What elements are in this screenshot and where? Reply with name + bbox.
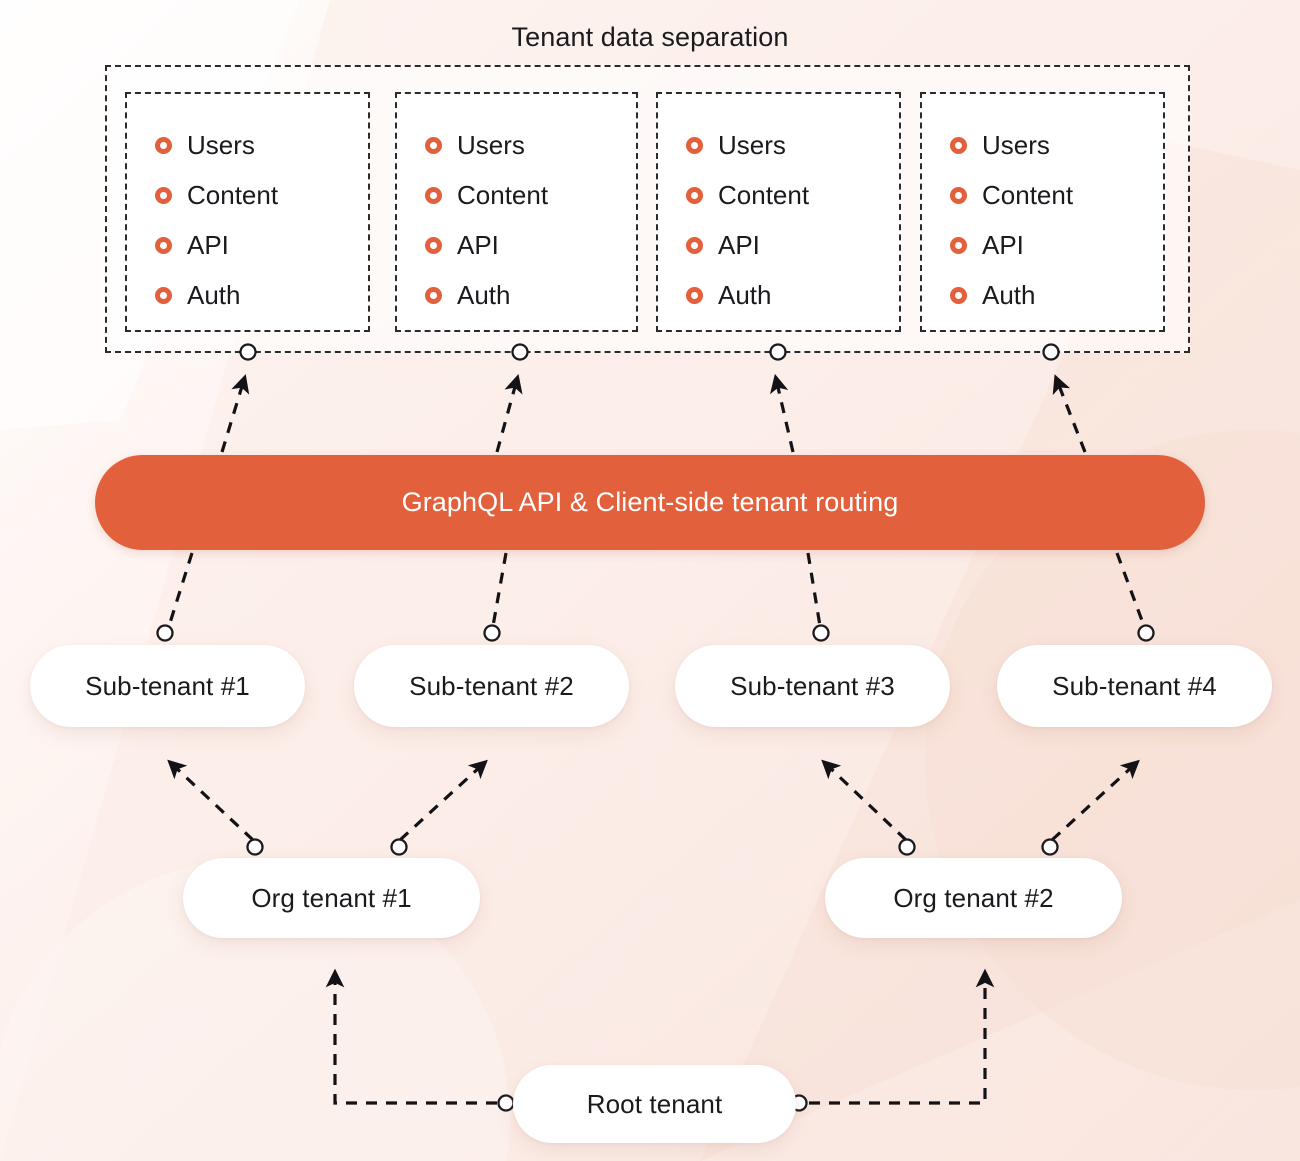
tenant-card-item-label: API bbox=[982, 230, 1024, 260]
connector-dot-root-tenant-left bbox=[497, 1094, 515, 1112]
connector-dot-org-tenant-1-right bbox=[390, 838, 408, 856]
node-label: Sub-tenant #4 bbox=[1052, 670, 1217, 701]
tenant-card-item: Auth bbox=[686, 270, 899, 320]
tenant-card-item: Auth bbox=[155, 270, 368, 320]
connector-dot-card-3 bbox=[769, 343, 787, 361]
tenant-card-item-label: Auth bbox=[457, 280, 511, 310]
tenant-card-item: Auth bbox=[950, 270, 1163, 320]
bullet-ring-icon bbox=[425, 286, 442, 304]
graphql-api-bar[interactable]: GraphQL API & Client-side tenant routing bbox=[95, 455, 1205, 550]
bullet-ring-icon bbox=[950, 186, 967, 204]
bullet-ring-icon bbox=[425, 186, 442, 204]
tenant-card-item: API bbox=[950, 220, 1163, 270]
tenant-card-item-label: API bbox=[457, 230, 499, 260]
connector-dot-sub-tenant-4 bbox=[1137, 624, 1155, 642]
node-label: Sub-tenant #2 bbox=[409, 670, 574, 701]
node-sub-tenant-4[interactable]: Sub-tenant #4 bbox=[997, 645, 1272, 727]
tenant-card-item-label: Content bbox=[982, 180, 1074, 210]
node-org-tenant-1[interactable]: Org tenant #1 bbox=[183, 858, 480, 938]
connector-dot-card-4 bbox=[1042, 343, 1060, 361]
tenant-card-item: Content bbox=[950, 170, 1163, 220]
tenant-card-item-label: Users bbox=[457, 130, 525, 160]
tenant-card-item: Users bbox=[155, 120, 368, 170]
tenant-card-1[interactable]: Users Content API Auth bbox=[125, 92, 370, 332]
tenant-card-2[interactable]: Users Content API Auth bbox=[395, 92, 638, 332]
connector-dot-sub-tenant-2 bbox=[483, 624, 501, 642]
connector-dot-card-1 bbox=[239, 343, 257, 361]
bullet-ring-icon bbox=[425, 136, 442, 154]
tenant-card-item-label: Content bbox=[457, 180, 549, 210]
node-label: Org tenant #1 bbox=[251, 882, 412, 913]
tenant-card-item: Content bbox=[425, 170, 636, 220]
tenant-card-item: Content bbox=[155, 170, 368, 220]
tenant-card-item: Users bbox=[686, 120, 899, 170]
bullet-ring-icon bbox=[155, 236, 172, 254]
tenant-card-item: Users bbox=[950, 120, 1163, 170]
tenant-card-3[interactable]: Users Content API Auth bbox=[656, 92, 901, 332]
tenant-card-item-label: Auth bbox=[187, 280, 241, 310]
bullet-ring-icon bbox=[686, 186, 703, 204]
connector-dot-org-tenant-2-left bbox=[898, 838, 916, 856]
node-label: Root tenant bbox=[586, 1088, 723, 1119]
node-label: Sub-tenant #3 bbox=[730, 670, 895, 701]
tenant-card-item: Auth bbox=[425, 270, 636, 320]
bullet-ring-icon bbox=[425, 236, 442, 254]
node-root-tenant[interactable]: Root tenant bbox=[513, 1065, 796, 1143]
tenant-card-item-label: Users bbox=[187, 130, 255, 160]
tenant-card-item-label: Content bbox=[718, 180, 810, 210]
tenant-card-item-label: Auth bbox=[982, 280, 1036, 310]
tenant-card-item-label: Content bbox=[187, 180, 279, 210]
node-sub-tenant-1[interactable]: Sub-tenant #1 bbox=[30, 645, 305, 727]
tenant-card-item-label: Users bbox=[718, 130, 786, 160]
tenant-card-item: Users bbox=[425, 120, 636, 170]
connector-dot-org-tenant-1-left bbox=[246, 838, 264, 856]
bullet-ring-icon bbox=[686, 136, 703, 154]
connector-dot-org-tenant-2-right bbox=[1041, 838, 1059, 856]
tenant-card-item-label: API bbox=[718, 230, 760, 260]
tenant-card-item-label: API bbox=[187, 230, 229, 260]
node-label: Sub-tenant #1 bbox=[85, 670, 250, 701]
node-sub-tenant-3[interactable]: Sub-tenant #3 bbox=[675, 645, 950, 727]
tenant-card-item: API bbox=[155, 220, 368, 270]
graphql-api-bar-label: GraphQL API & Client-side tenant routing bbox=[401, 487, 899, 517]
bullet-ring-icon bbox=[950, 286, 967, 304]
connector-dot-sub-tenant-1 bbox=[156, 624, 174, 642]
tenant-card-item: Content bbox=[686, 170, 899, 220]
bullet-ring-icon bbox=[155, 136, 172, 154]
bullet-ring-icon bbox=[686, 236, 703, 254]
connector-dot-card-2 bbox=[511, 343, 529, 361]
tenant-card-4[interactable]: Users Content API Auth bbox=[920, 92, 1165, 332]
tenant-card-item: API bbox=[686, 220, 899, 270]
bullet-ring-icon bbox=[155, 186, 172, 204]
bullet-ring-icon bbox=[686, 286, 703, 304]
tenant-card-item: API bbox=[425, 220, 636, 270]
page-title: Tenant data separation bbox=[511, 22, 789, 52]
connector-dot-sub-tenant-3 bbox=[812, 624, 830, 642]
node-label: Org tenant #2 bbox=[893, 882, 1054, 913]
tenant-card-item-label: Users bbox=[982, 130, 1050, 160]
bullet-ring-icon bbox=[950, 236, 967, 254]
tenant-card-item-label: Auth bbox=[718, 280, 772, 310]
bullet-ring-icon bbox=[950, 136, 967, 154]
bullet-ring-icon bbox=[155, 286, 172, 304]
node-org-tenant-2[interactable]: Org tenant #2 bbox=[825, 858, 1122, 938]
node-sub-tenant-2[interactable]: Sub-tenant #2 bbox=[354, 645, 629, 727]
